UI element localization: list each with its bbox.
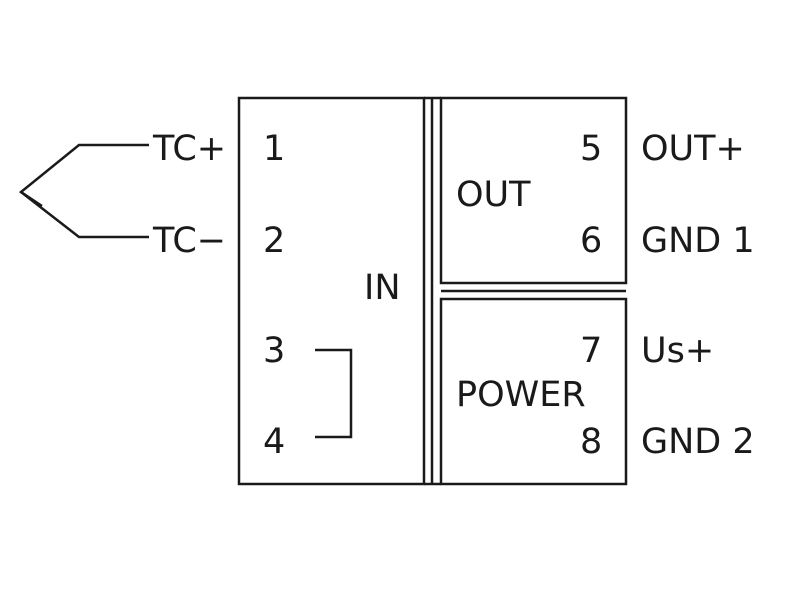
terminal-number-4: 4: [263, 422, 285, 462]
in-block-label: IN: [364, 268, 401, 308]
out-block-label: OUT: [456, 175, 531, 215]
tc-positive-wire: [18, 143, 149, 208]
terminal-number-7: 7: [580, 331, 602, 371]
terminal-number-8: 8: [580, 422, 602, 462]
signal-label-tc-plus: TC+: [152, 129, 226, 169]
terminal-3-4-bridge: [315, 348, 353, 439]
power-block-outline: [439, 297, 628, 486]
terminal-number-5: 5: [580, 129, 602, 169]
signal-label-us-plus: Us+: [641, 331, 714, 371]
terminal-number-2: 2: [263, 221, 285, 261]
terminal-number-1: 1: [263, 129, 285, 169]
signal-label-gnd-2: GND 2: [641, 422, 755, 462]
input-block-outline: [237, 96, 426, 486]
thermocouple-symbol: [18, 143, 149, 239]
tc-negative-wire: [20, 191, 149, 239]
output-block-outline: [439, 96, 628, 285]
signal-label-tc-minus: TC−: [152, 221, 226, 261]
terminal-number-6: 6: [580, 221, 602, 261]
terminal-number-3: 3: [263, 331, 285, 371]
module-housing: [237, 96, 628, 486]
power-block-label: POWER: [456, 375, 586, 415]
signal-label-out-plus: OUT+: [641, 129, 745, 169]
signal-label-gnd-1: GND 1: [641, 221, 755, 261]
